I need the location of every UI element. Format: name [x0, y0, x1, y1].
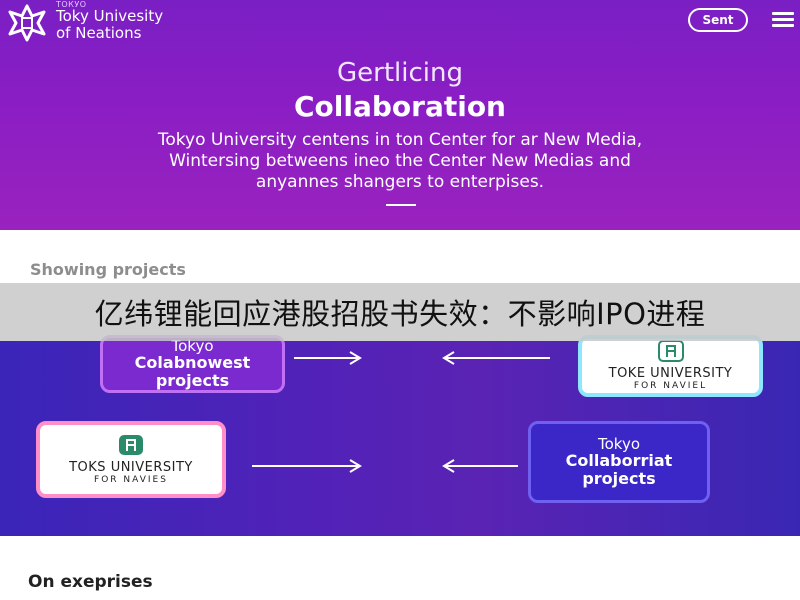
- arrow-left-icon: [442, 351, 550, 365]
- card-bottom-text: projects: [582, 469, 656, 488]
- chair-icon: [119, 434, 143, 455]
- hero-description: Tokyo University centens in ton Center f…: [100, 130, 700, 193]
- hero-subtitle: Gertlicing: [337, 58, 463, 88]
- chair-icon: [657, 340, 684, 362]
- hero-section: ТОКУО Toky Univesity of Neations Sent Ge…: [0, 0, 800, 230]
- card-bottom-text: projects: [155, 371, 230, 390]
- project-card[interactable]: TOKE UNIVERSITY FOR NAVIEL: [578, 335, 763, 397]
- university-logo-icon: [8, 4, 46, 42]
- card-title: Collaborriat: [565, 451, 673, 470]
- project-card[interactable]: TOKS UNIVERSITY FOR NAVIES: [36, 421, 226, 498]
- university-name[interactable]: Toky Univesity of Neations: [56, 8, 163, 42]
- card-subtext: FOR NAVIES: [94, 474, 168, 485]
- card-top-text: Tokyo: [171, 337, 214, 355]
- arrow-right-icon: [294, 351, 362, 365]
- university-name-line1: Toky Univesity: [56, 7, 164, 25]
- card-university: TOKE UNIVERSITY: [608, 366, 733, 381]
- hero-description-line: Wintersing betweens ineo the Center New …: [169, 151, 631, 171]
- enterprises-heading: On exeprises: [28, 572, 153, 592]
- hamburger-menu-icon[interactable]: [772, 12, 794, 28]
- university-small-text: ТОКУО: [56, 0, 87, 9]
- card-top-text: Tokyo: [598, 435, 640, 453]
- card-subtext: FOR NAVIEL: [633, 381, 708, 391]
- arrow-left-icon: [442, 459, 518, 473]
- projects-heading: Showing projects: [30, 260, 186, 279]
- projects-area: Tokyo Colabnowest projects TOKE UNIVERSI…: [0, 335, 800, 536]
- hero-description-line: anyannes shangers to enterpises.: [255, 172, 545, 192]
- project-card[interactable]: Tokyo Collaborriat projects: [528, 421, 710, 503]
- sent-button[interactable]: Sent: [688, 8, 748, 32]
- university-name-line2: of Neations: [56, 24, 142, 42]
- hero-title: Collaboration: [293, 90, 506, 123]
- hero-divider: [386, 204, 416, 206]
- arrow-right-icon: [252, 459, 362, 473]
- card-university: TOKS UNIVERSITY: [69, 459, 193, 475]
- card-title: Colabnowest: [134, 353, 251, 372]
- hero-description-line: Tokyo University centens in ton Center f…: [157, 130, 643, 150]
- project-card[interactable]: Tokyo Colabnowest projects: [100, 335, 285, 393]
- news-banner: 亿纬锂能回应港股招股书失效：不影响IPO进程: [0, 283, 800, 341]
